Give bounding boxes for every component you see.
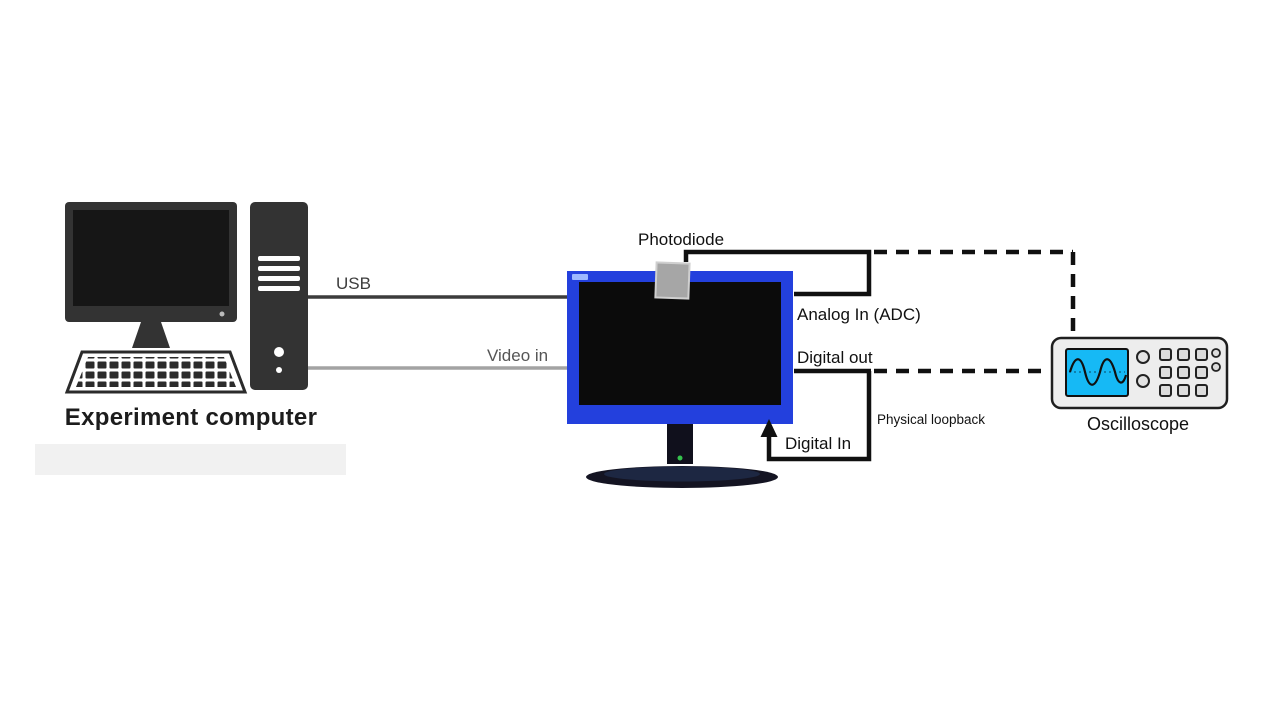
display-monitor-illustration (567, 271, 793, 488)
photodiode-sensor-icon (654, 261, 691, 300)
scope-button-icon (1177, 384, 1190, 397)
physical-loopback-label: Physical loopback (877, 412, 986, 427)
scope-button-icon (1177, 348, 1190, 361)
tower-vent-icon (258, 266, 300, 271)
pc-monitor-screen (73, 210, 229, 306)
display-screen (579, 282, 781, 405)
scope-button-icon (1177, 366, 1190, 379)
scope-knob-icon (1136, 374, 1150, 388)
scope-knob-icon (1136, 350, 1150, 364)
tower-vent-icon (258, 276, 300, 281)
display-stand-base-sheen (604, 466, 760, 482)
video-in-label: Video in (487, 346, 549, 365)
scope-button-icon (1159, 366, 1172, 379)
sine-wave-icon (1068, 358, 1128, 386)
scope-button-icon (1159, 384, 1172, 397)
scope-small-knob-icon (1211, 362, 1221, 372)
experiment-computer-illustration (64, 202, 308, 394)
pc-monitor-stand (132, 322, 170, 348)
scope-button-icon (1195, 366, 1208, 379)
usb-label: USB (336, 274, 371, 293)
pc-monitor-power-led (219, 311, 225, 317)
tower-led-icon (276, 367, 282, 373)
tower-icon (250, 202, 308, 390)
analog-in-label: Analog In (ADC) (797, 305, 921, 324)
tower-button-icon (274, 347, 284, 357)
digital-out-label: Digital out (797, 348, 873, 367)
scope-button-icon (1195, 384, 1208, 397)
tower-vent-icon (258, 286, 300, 291)
photodiode-to-analog-in-wire (683, 249, 872, 297)
scope-button-icon (1195, 348, 1208, 361)
oscilloscope-illustration (1050, 336, 1229, 410)
physical-loopback-wire (766, 371, 872, 462)
tower-vent-icon (258, 256, 300, 261)
display-stand-led (677, 455, 683, 461)
photodiode-label: Photodiode (638, 230, 725, 249)
digital-in-arrowhead-icon (760, 419, 778, 437)
experiment-computer-label: Experiment computer (64, 404, 318, 431)
scope-button-grid (1159, 348, 1208, 397)
keyboard-keys (76, 357, 236, 387)
scope-small-knob-icon (1211, 348, 1221, 358)
highlight-box (35, 444, 346, 475)
digital-in-label: Digital In (785, 434, 852, 453)
display-logo (572, 274, 588, 280)
oscilloscope-label: Oscilloscope (1087, 414, 1190, 434)
scope-button-icon (1159, 348, 1172, 361)
